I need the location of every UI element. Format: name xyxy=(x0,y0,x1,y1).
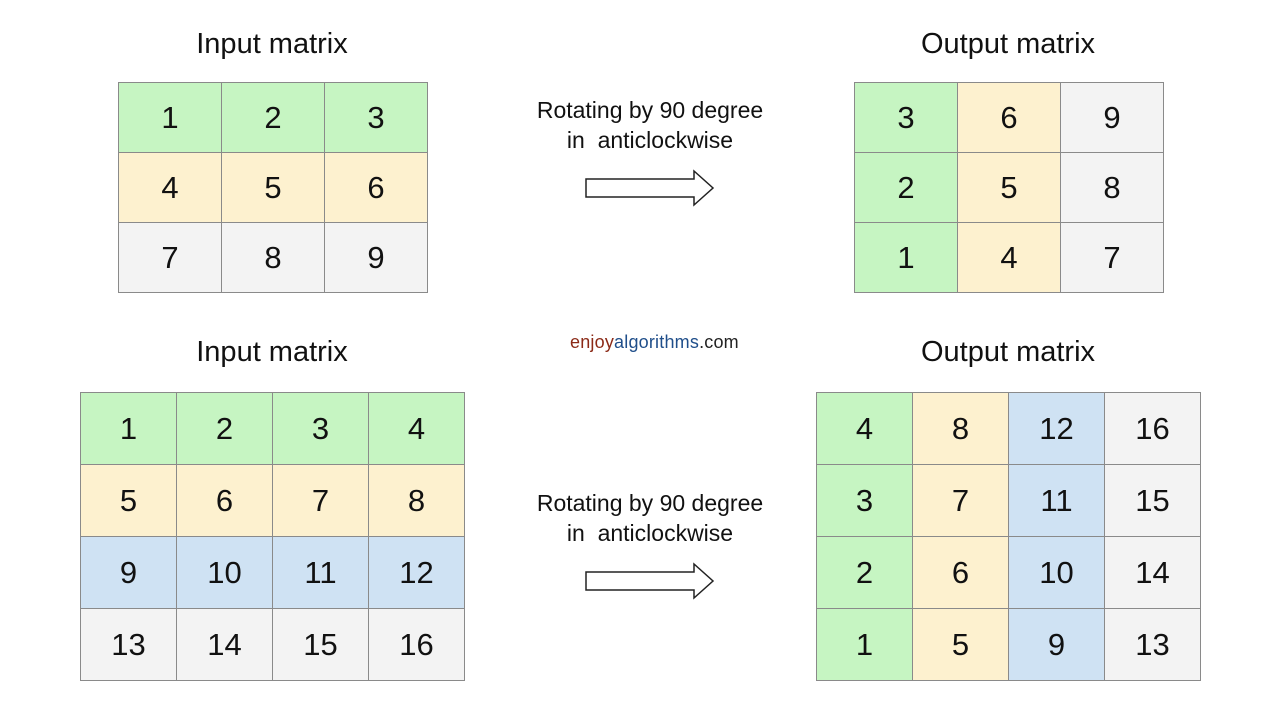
matrix-cell: 2 xyxy=(177,393,273,465)
matrix-cell: 3 xyxy=(273,393,369,465)
top-input-title: Input matrix xyxy=(196,28,348,60)
brand-part-algorithms: algorithms xyxy=(614,332,700,352)
matrix-cell: 11 xyxy=(273,537,369,609)
brand-logo: enjoyalgorithms.com xyxy=(570,332,739,353)
bottom-input-title: Input matrix xyxy=(196,336,348,368)
brand-part-com: .com xyxy=(699,332,739,352)
matrix-cell: 9 xyxy=(81,537,177,609)
matrix-cell: 6 xyxy=(325,153,428,223)
matrix-cell: 1 xyxy=(119,83,222,153)
matrix-cell: 1 xyxy=(855,223,958,293)
matrix-cell: 3 xyxy=(325,83,428,153)
matrix-cell: 8 xyxy=(1061,153,1164,223)
matrix-cell: 4 xyxy=(119,153,222,223)
matrix-cell: 10 xyxy=(177,537,273,609)
bottom-right-arrow-icon xyxy=(585,562,715,600)
matrix-cell: 12 xyxy=(1009,393,1105,465)
matrix-cell: 12 xyxy=(369,537,465,609)
matrix-cell: 7 xyxy=(913,465,1009,537)
matrix-cell: 4 xyxy=(958,223,1061,293)
bottom-caption-line1: Rotating by 90 degree xyxy=(536,490,764,516)
top-output-title: Output matrix xyxy=(920,28,1096,60)
top-rotation-caption: Rotating by 90 degree in anticlockwise xyxy=(500,95,800,155)
matrix-cell: 7 xyxy=(273,465,369,537)
matrix-cell: 11 xyxy=(1009,465,1105,537)
matrix-cell: 3 xyxy=(855,83,958,153)
matrix-cell: 7 xyxy=(1061,223,1164,293)
matrix-cell: 8 xyxy=(369,465,465,537)
matrix-cell: 5 xyxy=(958,153,1061,223)
bottom-rotation-caption: Rotating by 90 degree in anticlockwise xyxy=(500,488,800,548)
bottom-caption-line2: in anticlockwise xyxy=(566,520,734,546)
matrix-cell: 10 xyxy=(1009,537,1105,609)
matrix-cell: 13 xyxy=(81,609,177,681)
matrix-cell: 9 xyxy=(1061,83,1164,153)
matrix-cell: 13 xyxy=(1105,609,1201,681)
matrix-cell: 9 xyxy=(325,223,428,293)
matrix-cell: 2 xyxy=(222,83,325,153)
matrix-cell: 16 xyxy=(1105,393,1201,465)
bottom-output-title: Output matrix xyxy=(920,336,1096,368)
matrix-cell: 8 xyxy=(222,223,325,293)
matrix-cell: 6 xyxy=(958,83,1061,153)
matrix-cell: 9 xyxy=(1009,609,1105,681)
top-caption-line2: in anticlockwise xyxy=(566,127,734,153)
matrix-cell: 15 xyxy=(273,609,369,681)
matrix-cell: 1 xyxy=(817,609,913,681)
brand-part-enjoy: enjoy xyxy=(570,332,615,352)
matrix-cell: 6 xyxy=(177,465,273,537)
matrix-cell: 1 xyxy=(81,393,177,465)
matrix-cell: 3 xyxy=(817,465,913,537)
matrix-cell: 4 xyxy=(817,393,913,465)
top-caption-line1: Rotating by 90 degree xyxy=(536,97,764,123)
matrix-cell: 4 xyxy=(369,393,465,465)
matrix-cell: 14 xyxy=(1105,537,1201,609)
matrix-cell: 7 xyxy=(119,223,222,293)
matrix-cell: 14 xyxy=(177,609,273,681)
matrix-cell: 6 xyxy=(913,537,1009,609)
matrix-cell: 2 xyxy=(855,153,958,223)
matrix-cell: 5 xyxy=(222,153,325,223)
matrix-cell: 15 xyxy=(1105,465,1201,537)
top-right-arrow-icon xyxy=(585,169,715,207)
matrix-cell: 16 xyxy=(369,609,465,681)
matrix-cell: 8 xyxy=(913,393,1009,465)
matrix-cell: 5 xyxy=(81,465,177,537)
matrix-cell: 5 xyxy=(913,609,1009,681)
matrix-cell: 2 xyxy=(817,537,913,609)
